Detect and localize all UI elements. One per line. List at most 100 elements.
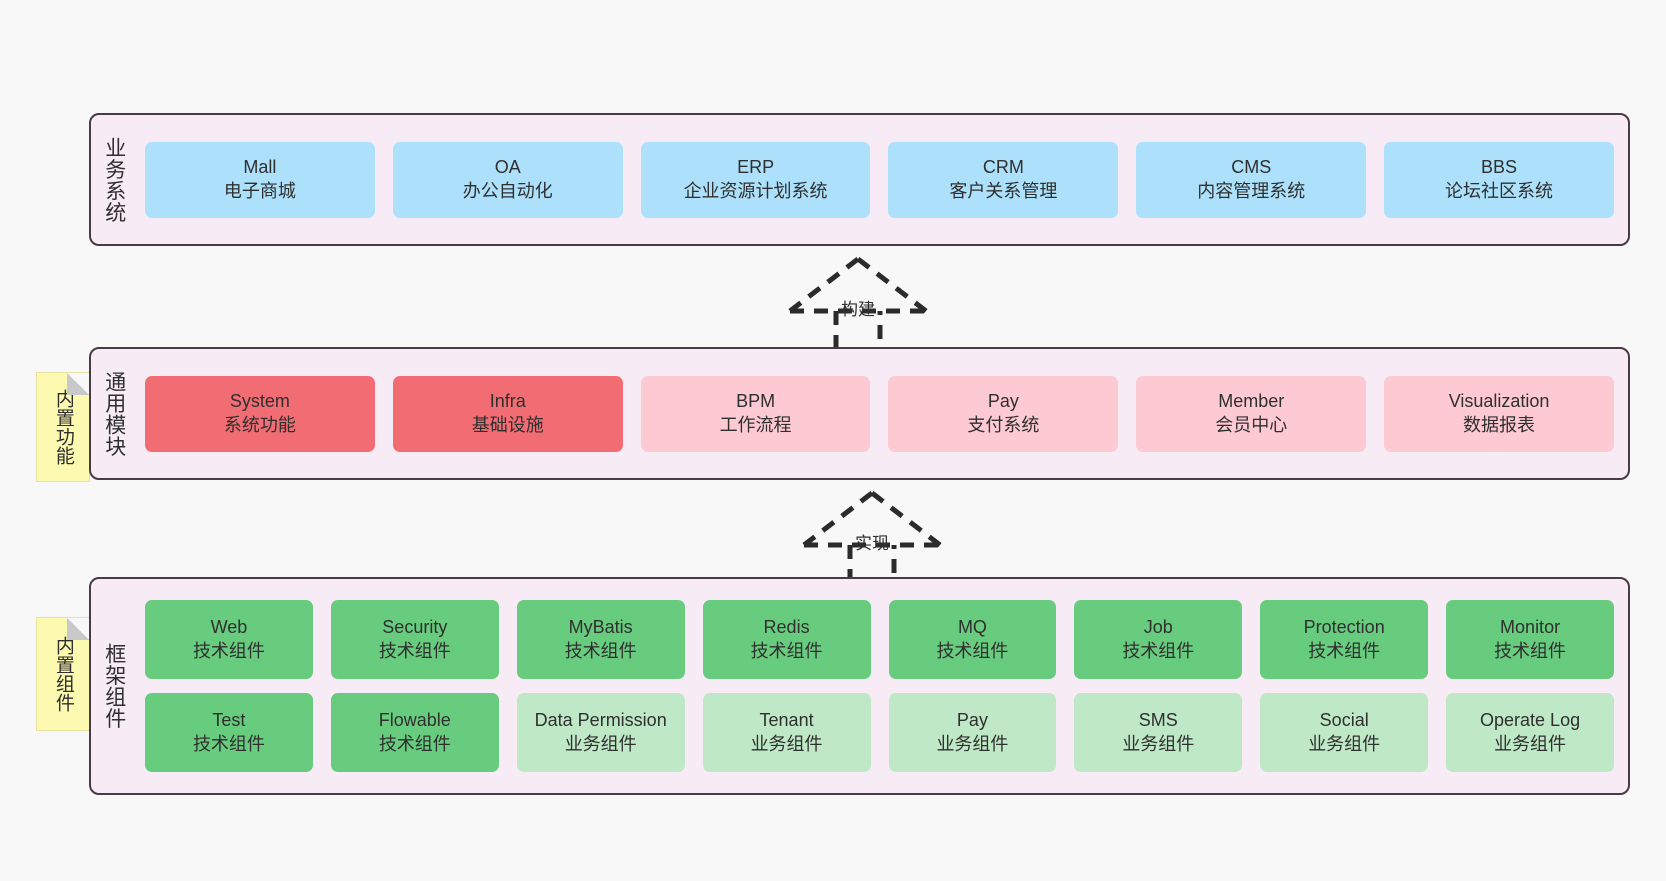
card-title: Visualization — [1448, 391, 1550, 412]
card-pay-business[interactable]: Pay 业务组件 — [888, 693, 1057, 772]
card-title: Test — [212, 710, 246, 731]
layer-framework-component-title: 框架组件 — [102, 643, 126, 729]
card-title: Operate Log — [1480, 710, 1581, 731]
card-subtitle: 企业资源计划系统 — [683, 180, 828, 201]
card-subtitle: 技术组件 — [564, 640, 637, 661]
connector-build-label: 构建 — [841, 300, 875, 319]
card-subtitle: 内容管理系统 — [1197, 180, 1306, 201]
card-title: OA — [494, 157, 521, 178]
card-title: Pay — [987, 391, 1019, 412]
card-system[interactable]: System 系统功能 — [145, 375, 375, 452]
card-subtitle: 业务组件 — [1308, 733, 1381, 754]
card-subtitle: 工作流程 — [719, 414, 792, 435]
card-title: Redis — [763, 617, 810, 638]
card-title: Protection — [1303, 617, 1385, 638]
card-title: MQ — [957, 617, 987, 638]
card-subtitle: 技术组件 — [378, 640, 451, 661]
card-mq[interactable]: MQ 技术组件 — [888, 600, 1057, 679]
card-subtitle: 业务组件 — [936, 733, 1009, 754]
card-subtitle: 业务组件 — [564, 733, 637, 754]
card-monitor[interactable]: Monitor 技术组件 — [1446, 600, 1614, 679]
card-title: Infra — [489, 391, 526, 412]
card-bbs[interactable]: BBS 论坛社区系统 — [1384, 141, 1614, 218]
card-title: Job — [1143, 617, 1173, 638]
sticky-note-label: 内置功能 — [52, 389, 74, 465]
card-visualization[interactable]: Visualization 数据报表 — [1384, 375, 1614, 452]
layer-business-system-title: 业务系统 — [102, 136, 126, 223]
card-row: Web 技术组件 Security 技术组件 MyBatis 技术组件 Redi… — [145, 600, 1614, 679]
sticky-note-builtin-function: 内置功能 — [36, 372, 90, 482]
card-member[interactable]: Member 会员中心 — [1136, 375, 1367, 452]
card-subtitle: 客户关系管理 — [949, 180, 1058, 201]
layer-business-system-body: Mall 电子商城 OA 办公自动化 ERP 企业资源计划系统 CRM 客户关系… — [137, 115, 1628, 244]
card-row: Test 技术组件 Flowable 技术组件 Data Permission … — [145, 693, 1614, 772]
card-title: Mall — [243, 157, 277, 178]
card-job[interactable]: Job 技术组件 — [1074, 600, 1243, 679]
card-social[interactable]: Social 业务组件 — [1260, 693, 1429, 772]
card-title: MyBatis — [568, 617, 633, 638]
card-subtitle: 技术组件 — [1494, 640, 1567, 661]
card-title: Data Permission — [534, 710, 667, 731]
card-subtitle: 业务组件 — [1122, 733, 1195, 754]
card-mall[interactable]: Mall 电子商城 — [145, 141, 375, 218]
card-tenant[interactable]: Tenant 业务组件 — [702, 693, 871, 772]
card-redis[interactable]: Redis 技术组件 — [702, 600, 871, 679]
card-flowable[interactable]: Flowable 技术组件 — [330, 693, 499, 772]
card-title: CMS — [1231, 157, 1272, 178]
card-title: System — [229, 391, 290, 412]
card-test[interactable]: Test 技术组件 — [145, 693, 313, 772]
sticky-note-builtin-component: 内置组件 — [36, 617, 90, 731]
card-sms[interactable]: SMS 业务组件 — [1074, 693, 1243, 772]
card-subtitle: 技术组件 — [192, 733, 265, 754]
layer-common-module-title: 通用模块 — [102, 370, 126, 457]
card-row: Mall 电子商城 OA 办公自动化 ERP 企业资源计划系统 CRM 客户关系… — [145, 141, 1614, 218]
card-subtitle: 业务组件 — [1494, 733, 1567, 754]
card-security[interactable]: Security 技术组件 — [330, 600, 499, 679]
card-bpm[interactable]: BPM 工作流程 — [640, 375, 871, 452]
connector-realize-label: 实现 — [855, 534, 889, 553]
card-cms[interactable]: CMS 内容管理系统 — [1136, 141, 1367, 218]
card-oa[interactable]: OA 办公自动化 — [392, 141, 623, 218]
connector-build: 构建 — [758, 255, 958, 359]
card-data-permission[interactable]: Data Permission 业务组件 — [516, 693, 685, 772]
card-title: SMS — [1138, 710, 1178, 731]
card-infra[interactable]: Infra 基础设施 — [392, 375, 623, 452]
card-subtitle: 技术组件 — [750, 640, 823, 661]
layer-common-module: 通用模块 System 系统功能 Infra 基础设施 BPM 工作流程 Pay… — [89, 347, 1630, 480]
card-web[interactable]: Web 技术组件 — [145, 600, 313, 679]
card-title: Flowable — [378, 710, 451, 731]
card-title: Social — [1319, 710, 1369, 731]
card-title: Pay — [956, 710, 988, 731]
card-subtitle: 业务组件 — [750, 733, 823, 754]
card-mybatis[interactable]: MyBatis 技术组件 — [516, 600, 685, 679]
layer-common-module-body: System 系统功能 Infra 基础设施 BPM 工作流程 Pay 支付系统… — [137, 349, 1628, 478]
layer-business-system: 业务系统 Mall 电子商城 OA 办公自动化 ERP 企业资源计划系统 CRM… — [89, 113, 1630, 246]
card-subtitle: 技术组件 — [378, 733, 451, 754]
card-title: BPM — [736, 391, 776, 412]
card-title: CRM — [982, 157, 1024, 178]
card-row: System 系统功能 Infra 基础设施 BPM 工作流程 Pay 支付系统… — [145, 375, 1614, 452]
card-operate-log[interactable]: Operate Log 业务组件 — [1446, 693, 1614, 772]
card-protection[interactable]: Protection 技术组件 — [1260, 600, 1429, 679]
card-subtitle: 技术组件 — [1308, 640, 1381, 661]
card-title: ERP — [737, 157, 775, 178]
card-title: Monitor — [1500, 617, 1561, 638]
card-title: BBS — [1481, 157, 1518, 178]
card-subtitle: 技术组件 — [192, 640, 265, 661]
card-title: Member — [1218, 391, 1285, 412]
card-subtitle: 数据报表 — [1463, 414, 1536, 435]
card-subtitle: 基础设施 — [471, 414, 544, 435]
card-subtitle: 技术组件 — [936, 640, 1009, 661]
card-subtitle: 技术组件 — [1122, 640, 1195, 661]
card-subtitle: 电子商城 — [223, 180, 296, 201]
card-subtitle: 办公自动化 — [462, 180, 553, 201]
card-title: Web — [210, 617, 248, 638]
card-subtitle: 系统功能 — [223, 414, 296, 435]
card-pay[interactable]: Pay 支付系统 — [888, 375, 1119, 452]
card-subtitle: 会员中心 — [1215, 414, 1288, 435]
card-title: Tenant — [759, 710, 814, 731]
card-crm[interactable]: CRM 客户关系管理 — [888, 141, 1119, 218]
card-erp[interactable]: ERP 企业资源计划系统 — [640, 141, 871, 218]
sticky-note-label: 内置组件 — [52, 636, 74, 712]
